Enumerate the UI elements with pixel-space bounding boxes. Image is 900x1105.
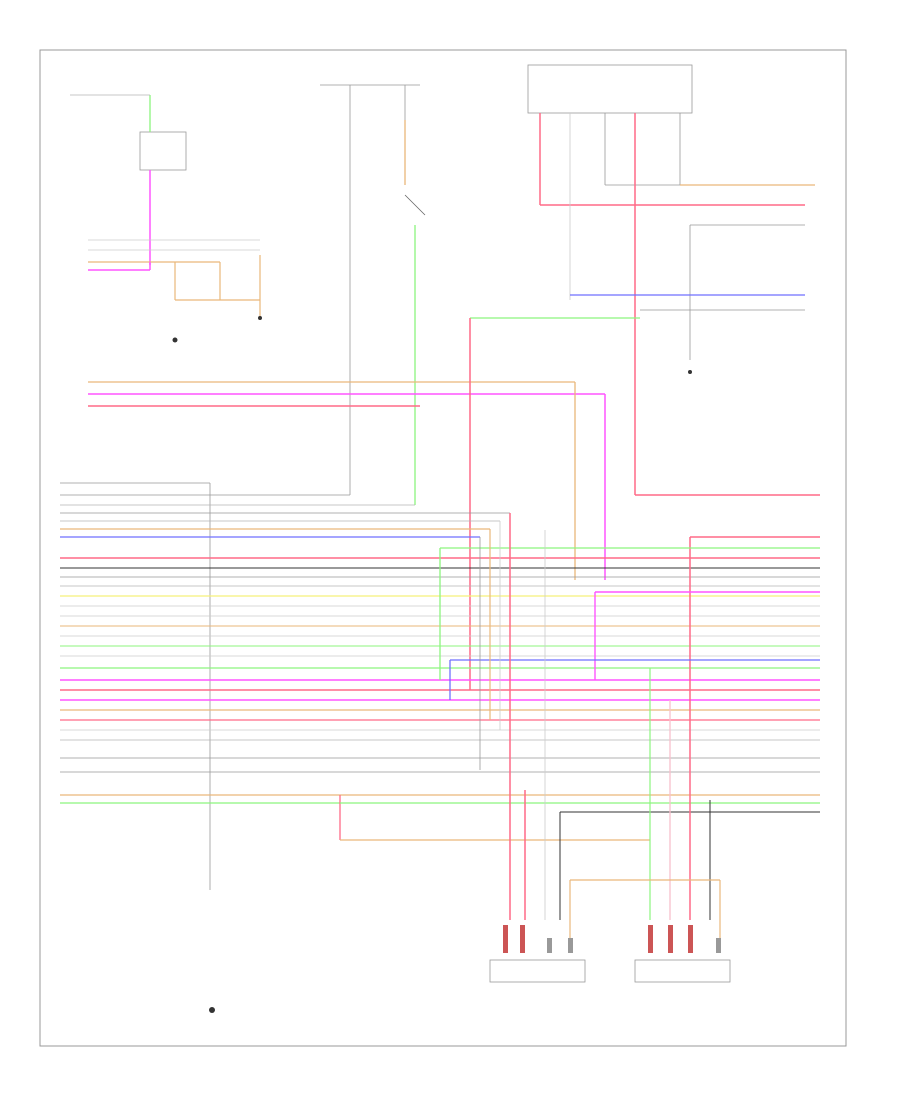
- diagram-frame: [39, 49, 847, 1047]
- module-top-left: [70, 94, 187, 265]
- relay-top-right: [527, 64, 820, 496]
- bottom-connector-left: [489, 925, 586, 983]
- connector-left-upper: [88, 239, 262, 343]
- bottom-connector-right: [634, 925, 731, 983]
- harness-main: [60, 482, 820, 890]
- switch-top-center: [320, 84, 426, 505]
- harness-right-verticals: [439, 513, 820, 940]
- ground-symbols: [209, 370, 692, 1013]
- wires-left-middle: [88, 317, 640, 690]
